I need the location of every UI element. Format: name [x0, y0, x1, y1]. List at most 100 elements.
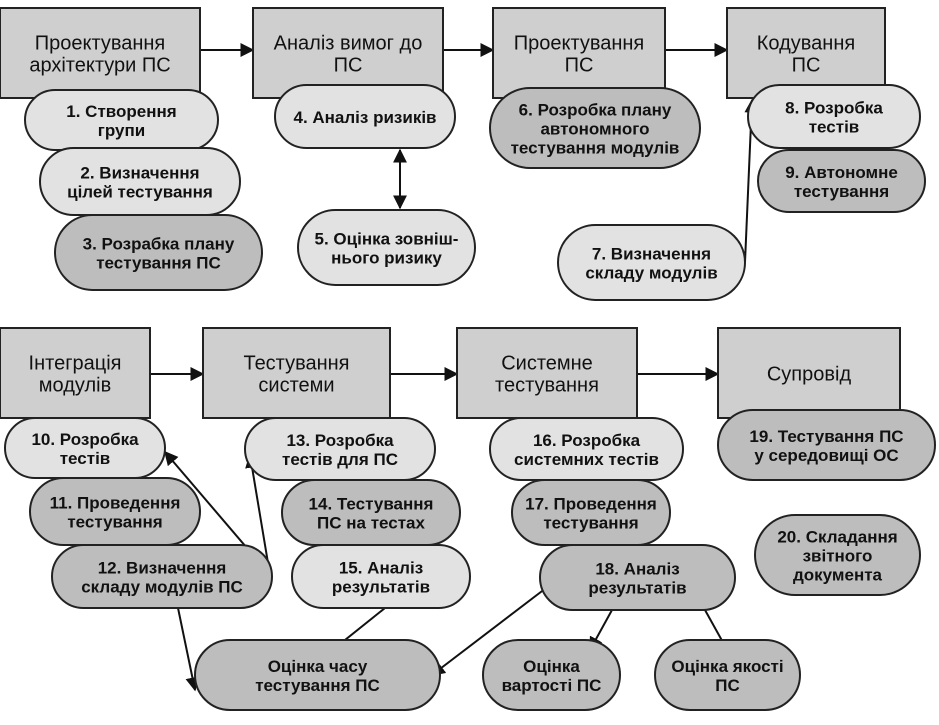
node-label-line: Проектування [35, 33, 166, 55]
oval-shape [539, 544, 736, 611]
oval-shape [757, 149, 926, 213]
node-label-line: 10. Розробка [31, 430, 139, 449]
node-label-line: архітектури ПС [29, 55, 170, 77]
node-label-line: 1. Створення [66, 102, 176, 121]
node-label-line: Супровід [767, 364, 852, 386]
stage-box-shape [717, 327, 901, 419]
node-label-line: Інтеграція [29, 353, 122, 375]
node-label-line: цілей тестування [67, 183, 213, 202]
node-label-line: 4. Аналіз ризиків [293, 108, 436, 127]
node-label-line: 6. Розробка плану [519, 101, 672, 120]
node-label-line: Кодування [757, 33, 855, 55]
node-label-line: тестування ПС [96, 254, 221, 273]
node-label-line: 16. Розробка [533, 431, 641, 450]
oval-shape [274, 84, 456, 149]
oval-shape [291, 544, 471, 609]
node-label-line: Аналіз вимог до [274, 33, 423, 55]
node-label-line: системних тестів [514, 450, 659, 469]
arrow-10 [245, 453, 271, 576]
oval-shape [51, 544, 273, 609]
oval-shape [557, 224, 746, 301]
oval-shape [482, 639, 621, 711]
node-label-line: тестування ПС [255, 676, 380, 695]
node-label-line: тестування [543, 514, 638, 533]
node-label-line: тестів [809, 118, 860, 137]
node-label-line: 17. Проведення [525, 495, 657, 514]
oval-shape [54, 214, 263, 291]
node-label-line: складу модулів [585, 264, 717, 283]
arrow-13 [430, 584, 551, 676]
oval-shape [754, 514, 921, 596]
node-label-line: Проектування [514, 33, 645, 55]
node-label-line: ПС [792, 55, 821, 77]
node-label-line: 15. Аналіз [339, 559, 423, 578]
activity-oval-a5: 5. Оцінка зовніш-нього ризику [297, 209, 476, 286]
stage-box-shape [726, 7, 886, 99]
node-label-line: 12. Визначення [98, 559, 227, 578]
node-label-line: результатів [332, 578, 430, 597]
node-label-line: 20. Складання [777, 528, 897, 547]
node-label-line: 13. Розробка [286, 431, 394, 450]
node-label-line: 18. Аналіз [595, 560, 679, 579]
node-label-line: тестування [495, 375, 599, 397]
node-label-line: Тестування [243, 353, 349, 375]
node-label-line: ПС на тестах [317, 514, 425, 533]
node-label-line: системи [258, 375, 334, 397]
arrow-11 [177, 607, 200, 692]
node-label-line: 5. Оцінка зовніш- [315, 230, 459, 249]
node-label-line: документа [793, 566, 883, 585]
node-label-line: групи [98, 121, 145, 140]
node-label-line: ПС [715, 676, 740, 695]
node-label-line: результатів [588, 579, 686, 598]
node-label-line: тестів для ПС [282, 450, 398, 469]
node-label-line: автономного [540, 120, 649, 139]
node-label-line: 7. Визначення [592, 245, 711, 264]
node-label-line: тестування [67, 513, 162, 532]
oval-shape [489, 87, 701, 169]
stage-box-shape [0, 7, 201, 99]
stage-box-s8: Супровід [717, 327, 901, 419]
node-label-line: 19. Тестування ПС [749, 427, 903, 446]
oval-shape [297, 209, 476, 286]
node-label-line: тестування [794, 182, 889, 201]
node-label-line: модулів [39, 375, 111, 397]
node-label-line: тестування модулів [511, 139, 680, 158]
stage-box-shape [492, 7, 666, 99]
node-label-line: 9. Автономне [785, 163, 898, 182]
node-label-line: 14. Тестування [309, 495, 434, 514]
oval-shape [747, 84, 921, 149]
node-label-line: Оцінка часу [268, 657, 368, 676]
node-label-line: 11. Проведення [50, 494, 181, 513]
stage-box-shape [252, 7, 444, 99]
node-label-line: ПС [334, 55, 363, 77]
node-label-line: Оцінка якості [671, 657, 783, 676]
node-label-line: 8. Розробка [785, 99, 883, 118]
